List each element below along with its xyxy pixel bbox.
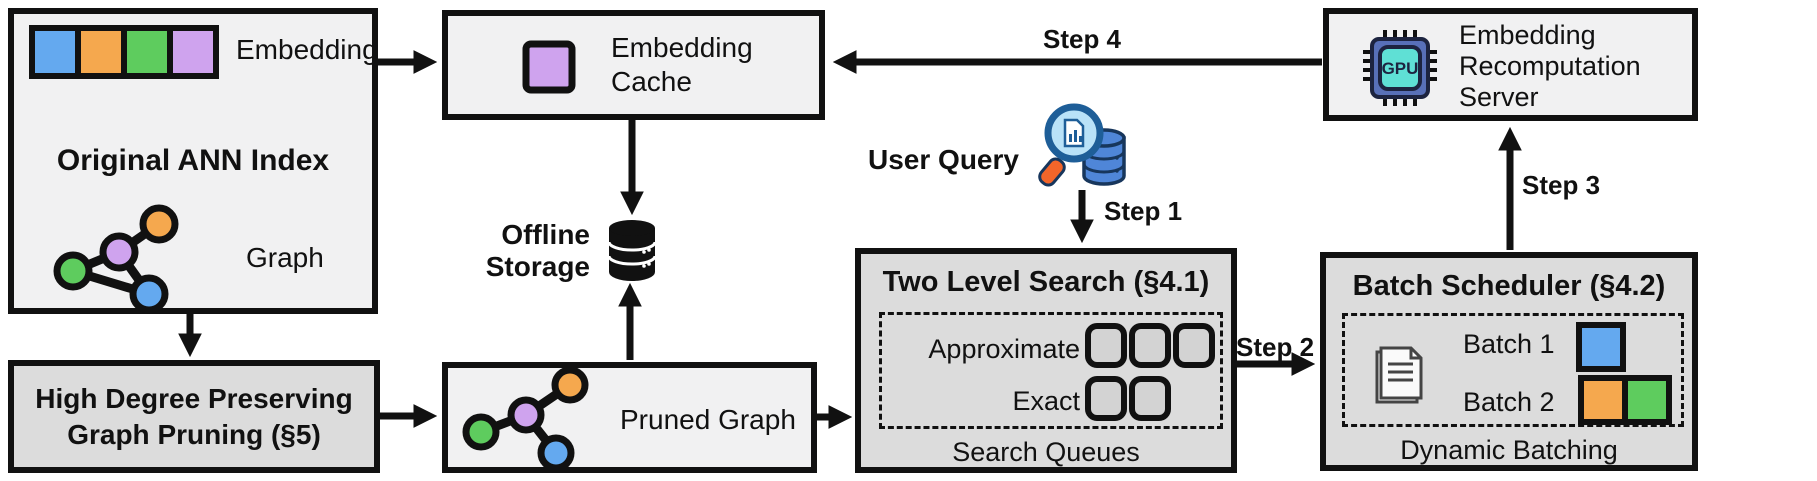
batch-scheduler-title: Batch Scheduler (§4.2): [1352, 270, 1666, 302]
ann-index-title: Original ANN Index: [56, 144, 330, 177]
user-query-search-icon: [1038, 103, 1126, 187]
batch1-embedding-squares: [1576, 322, 1626, 372]
offline-storage-label-line1: Offline: [501, 219, 590, 250]
pruned-graph-icon: [462, 368, 589, 467]
step4-label: Step 4: [1042, 24, 1122, 54]
dynamic-batching-dashed-box: Batch 1 Batch 2: [1342, 313, 1684, 427]
queue-slot: [1129, 323, 1171, 368]
exact-queue-slots: [1085, 376, 1171, 421]
pruned-graph-box: Pruned Graph: [442, 362, 817, 473]
approximate-label: Approximate: [928, 334, 1080, 364]
batch-scheduler-box: Batch Scheduler (§4.2) Batch 1 Batch 2 D…: [1320, 252, 1698, 471]
query-magnifier: [1038, 103, 1104, 187]
pruned-graph-label: Pruned Graph: [620, 404, 796, 435]
gpu-chip-label: GPU: [1382, 59, 1419, 78]
embedding-label: Embedding: [236, 34, 378, 65]
offline-storage-database-icon: [607, 220, 657, 281]
recomputation-server-box: GPU Embedding Recomputation Server: [1323, 8, 1698, 121]
search-queues-dashed-box: Approximate Exact: [879, 312, 1223, 429]
original-ann-index-box: Embedding Original ANN Index Graph: [8, 8, 378, 314]
documents-icon: [1375, 346, 1423, 404]
step1-label: Step 1: [1104, 196, 1183, 226]
graph-pruning-label-line1: High Degree Preserving: [35, 383, 353, 414]
graph-icon: [53, 204, 179, 314]
embedding-vector-icon: [29, 25, 219, 79]
server-label-line3: Server: [1459, 82, 1539, 112]
step3-label: Step 3: [1522, 170, 1601, 200]
batch1-label: Batch 1: [1463, 329, 1555, 359]
graph-pruning-label-line2: Graph Pruning (§5): [67, 419, 321, 450]
two-level-search-box: Two Level Search (§4.1) Approximate Exac…: [855, 248, 1237, 473]
search-queues-footer: Search Queues: [952, 437, 1140, 467]
dynamic-batching-footer: Dynamic Batching: [1400, 435, 1618, 465]
queue-slot: [1129, 376, 1171, 421]
queue-slot: [1085, 323, 1127, 368]
graph-label: Graph: [246, 242, 324, 273]
gpu-chip-icon: GPU: [1363, 30, 1437, 106]
two-level-search-title: Two Level Search (§4.1): [882, 266, 1210, 298]
queue-slot: [1173, 323, 1215, 368]
step2-label: Step 2: [1236, 332, 1315, 362]
cached-embedding-icon: [522, 40, 576, 94]
server-label-line2: Recomputation: [1459, 51, 1641, 81]
query-document-glyph: [1063, 118, 1085, 148]
user-query-label: User Query: [868, 144, 1019, 175]
offline-storage-label-line2: Storage: [485, 251, 590, 282]
graph-pruning-box: High Degree Preserving Graph Pruning (§5…: [8, 360, 380, 473]
batch2-label: Batch 2: [1463, 387, 1555, 417]
embedding-cache-label-line2: Cache: [611, 66, 692, 97]
embedding-cache-box: Embedding Cache: [442, 10, 825, 120]
batch2-embedding-squares: [1578, 375, 1672, 425]
exact-label: Exact: [1012, 386, 1080, 416]
approximate-queue-slots: [1085, 323, 1215, 368]
embedding-cache-label-line1: Embedding: [611, 32, 753, 63]
server-label-line1: Embedding: [1459, 20, 1596, 50]
queue-slot: [1085, 376, 1127, 421]
